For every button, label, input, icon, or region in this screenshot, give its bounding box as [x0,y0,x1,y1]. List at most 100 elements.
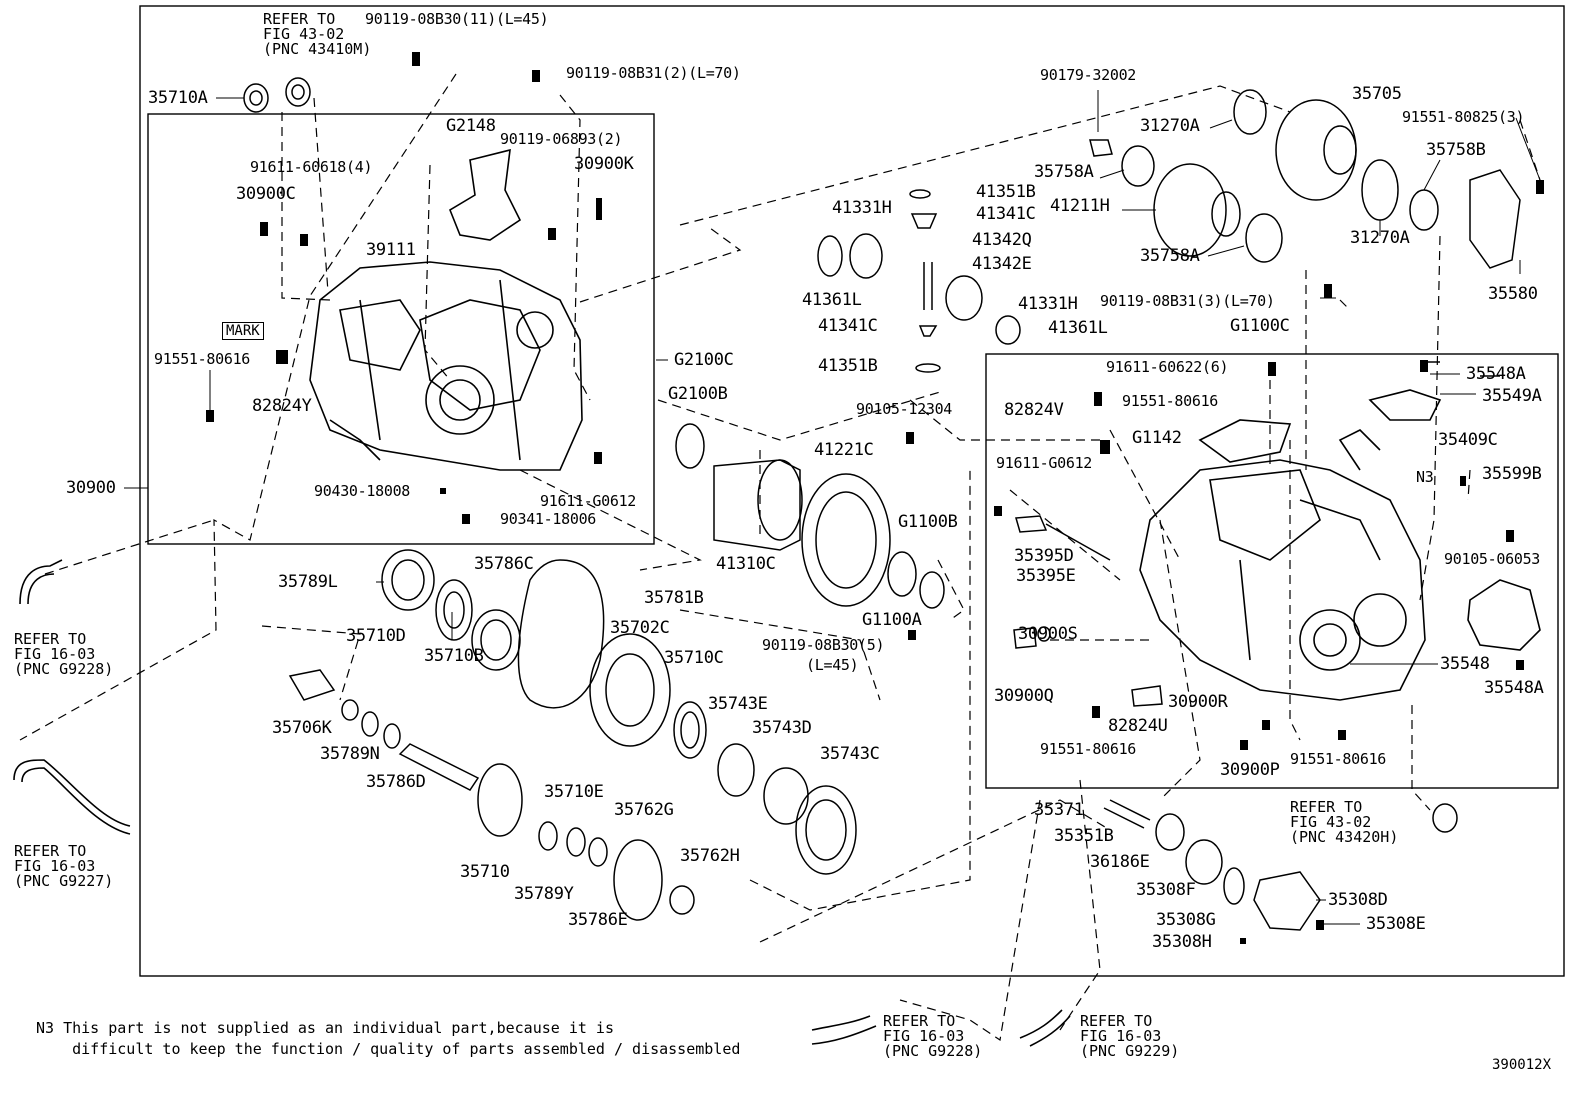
part-label: 91551-80825(3) [1402,108,1525,126]
bolt-marks [206,52,1544,944]
part-label: 41310C [716,554,776,574]
part-label: 35758A [1140,246,1200,266]
part-label: 82824Y [252,396,312,416]
ref-bottom2-line2: FIG 16-03 [1080,1027,1162,1045]
part-label: 35786C [474,554,534,574]
ref-left1-line1: REFER TO [14,630,87,648]
part-label: 35789Y [514,884,574,904]
ref-left1-line3: (PNC G9228) [14,660,114,678]
part-label: 35710E [544,782,604,802]
part-label: 35789L [278,572,338,592]
part-label: 31270A [1140,116,1200,136]
part-label: 41331H [832,198,892,218]
part-label: 35710 [460,862,510,882]
part-label: 91551-80616 [1040,740,1137,758]
part-label: 91611-60618(4) [250,158,373,176]
part-label: 35548 [1440,654,1490,674]
part-label: 35308G [1156,910,1216,930]
part-label: 90430-18008 [314,482,411,500]
ref-right-43420h: REFER TO FIG 43-02 (PNC 43420H) [1290,800,1398,845]
part-label: 39111 [366,240,416,260]
footnote: N3 This part is not supplied as an indiv… [36,1018,740,1060]
part-label: 41361L [802,290,862,310]
part-label: 35786D [366,772,426,792]
part-label: 35702C [610,618,670,638]
part-label: 30900 [66,478,116,498]
part-label: 35351B [1054,826,1114,846]
part-label: 35743E [708,694,768,714]
part-label: 91551-80616 [154,350,251,368]
part-label: 82824U [1108,716,1168,736]
part-label: 35308E [1366,914,1426,934]
part-label: 41341C [818,316,878,336]
part-label: 35743C [820,744,880,764]
gear-parts-drawing [243,77,1521,931]
part-label: G2100B [668,384,728,404]
ref-top-line1: REFER TO [263,10,336,28]
part-label: 35308F [1136,880,1196,900]
ref-bottom2-line3: (PNC G9229) [1080,1042,1180,1060]
footnote-line1: This part is not supplied as an individu… [63,1019,614,1037]
part-label: 91551-80616 [1290,750,1387,768]
part-label: 35395D [1014,546,1074,566]
part-label: 41331H [1018,294,1078,314]
part-label: 35710A [148,88,208,108]
ref-left-g9228: REFER TO FIG 16-03 (PNC G9228) [14,632,113,677]
part-label: 90179-32002 [1040,66,1137,84]
part-label: 90119-08B31(3)(L=70) [1100,292,1275,310]
ref-bottom1-line3: (PNC G9228) [883,1042,983,1060]
part-label: G1100C [1230,316,1290,336]
ref-bottom-g9229: REFER TO FIG 16-03 (PNC G9229) [1080,1014,1179,1059]
part-label: 35710D [346,626,406,646]
part-label: G1100B [898,512,958,532]
part-label: 90119-08B30(11)(L=45) [365,10,549,28]
part-label: 35409C [1438,430,1498,450]
part-label: 41342Q [972,230,1032,250]
part-label: 36186E [1090,852,1150,872]
part-label: 90105-12304 [856,400,953,418]
part-label: 91611-G0612 [540,492,637,510]
part-label: 35308H [1152,932,1212,952]
part-label: 30900C [236,184,296,204]
outer-frame [139,5,1565,977]
part-label: 41361L [1048,318,1108,338]
part-label: 30900K [574,154,634,174]
part-label: 35580 [1488,284,1538,304]
part-label: 35762H [680,846,740,866]
part-label: 82824V [1004,400,1064,420]
part-label: 30900P [1220,760,1280,780]
part-label: 90119-08B30(5) [762,636,885,654]
part-label: 90119-08B31(2)(L=70) [566,64,741,82]
part-label: (L=45) [806,656,859,674]
part-label: 35395E [1016,566,1076,586]
part-label: 35789N [320,744,380,764]
part-label: 35371 [1034,800,1084,820]
part-label: 31270A [1350,228,1410,248]
ref-bottom2-line1: REFER TO [1080,1012,1153,1030]
part-label: 35781B [644,588,704,608]
part-label: 35308D [1328,890,1388,910]
part-label: 35599B [1482,464,1542,484]
leader-lines [124,90,1541,925]
part-label: 30900S [1018,624,1078,644]
ref-bottom-g9228: REFER TO FIG 16-03 (PNC G9228) [883,1014,982,1059]
part-label: 41341C [976,204,1036,224]
part-label: 35786E [568,910,628,930]
left-housing-drawing [309,148,583,471]
ref-right-line1: REFER TO [1290,798,1363,816]
ref-top-line2: FIG 43-02 [263,25,345,43]
ref-left-g9227: REFER TO FIG 16-03 (PNC G9227) [14,844,113,889]
ref-bottom1-line1: REFER TO [883,1012,956,1030]
ref-top-line3: (PNC 43410M) [263,40,372,58]
part-label: 35706K [272,718,332,738]
mark-box: MARK [222,322,264,340]
part-label: 35705 [1352,84,1402,104]
part-label: 35548A [1466,364,1526,384]
footnote-line2: difficult to keep the function / quality… [72,1040,741,1058]
ref-left2-line3: (PNC G9227) [14,872,114,890]
right-housing-drawing [1139,389,1541,701]
ref-left2-line1: REFER TO [14,842,87,860]
part-label: 91611-60622(6) [1106,358,1229,376]
part-label: 30900Q [994,686,1054,706]
